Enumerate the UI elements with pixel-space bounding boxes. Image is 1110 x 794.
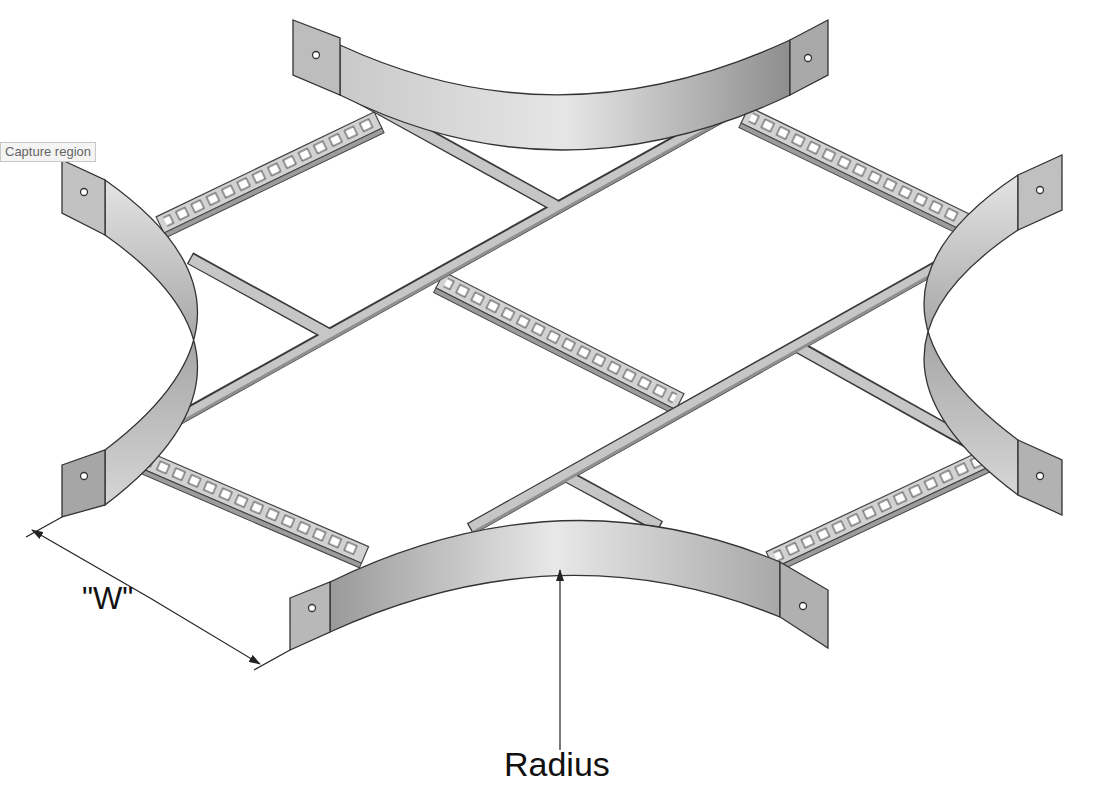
side-rails xyxy=(140,85,1000,533)
slotted-rung xyxy=(156,112,384,238)
right-radius-plate xyxy=(924,155,1062,515)
bottom-radius-plate xyxy=(290,521,828,650)
width-dimension xyxy=(26,517,290,670)
top-radius-plate xyxy=(293,20,828,150)
slotted-rung xyxy=(739,107,969,235)
radius-label: Radius xyxy=(504,746,610,783)
left-radius-plate xyxy=(62,160,198,517)
radius-leader xyxy=(559,570,560,750)
dimension-label: "W" xyxy=(82,582,133,616)
slotted-rung xyxy=(134,450,368,568)
screen-tooltip: Capture region xyxy=(0,142,96,162)
slotted-rung xyxy=(766,444,1006,573)
slotted-rung xyxy=(434,272,684,414)
